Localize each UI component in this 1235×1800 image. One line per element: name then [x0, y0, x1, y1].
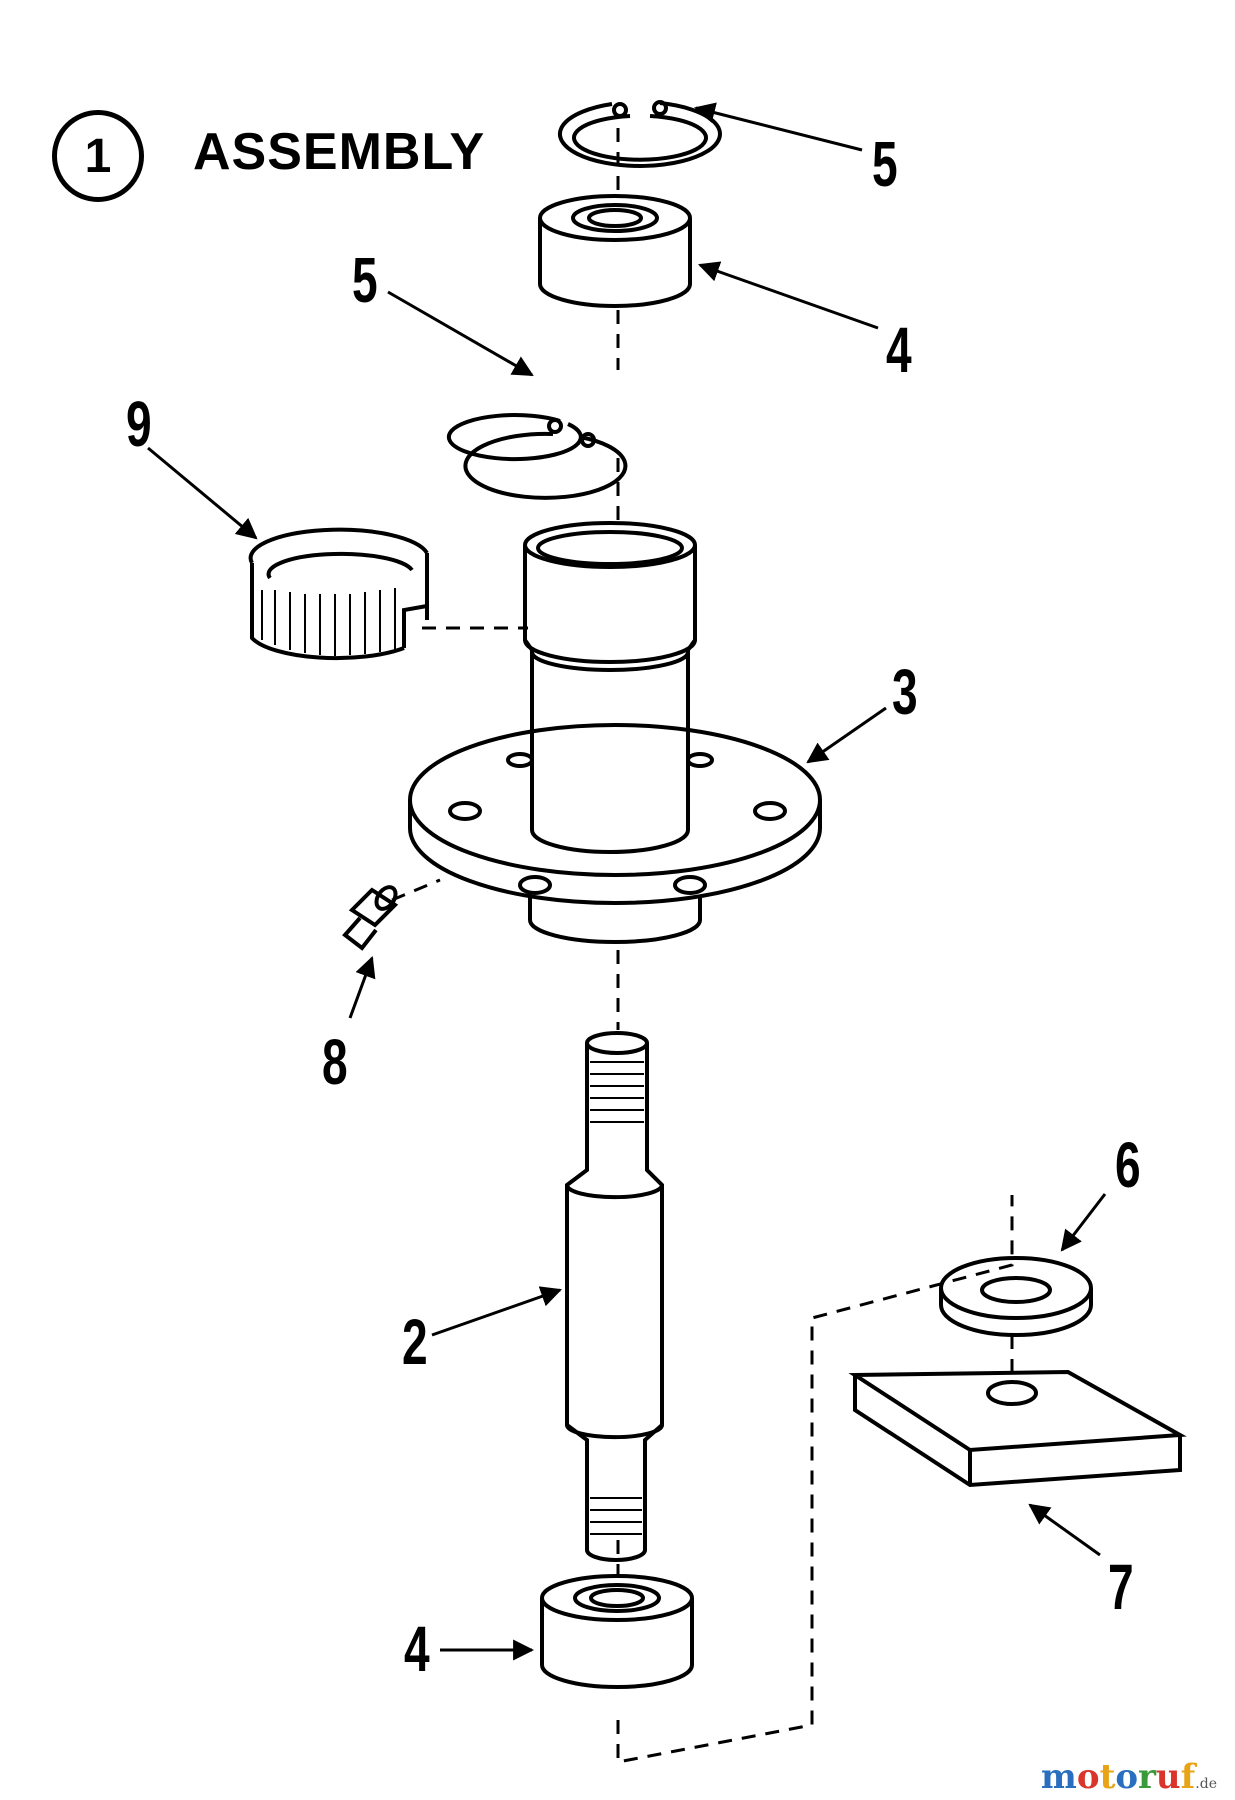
leader-arrows	[147, 102, 1107, 1661]
label-bearing-top: 4	[886, 314, 912, 386]
label-bushing: 9	[126, 388, 152, 460]
watermark-logo: motoruf.de	[1041, 1760, 1217, 1794]
snap-ring-top	[557, 100, 722, 168]
center-line	[391, 128, 1014, 1764]
bearing-bottom	[540, 1574, 694, 1689]
label-snap-ring-mid: 5	[352, 244, 378, 316]
bushing	[248, 527, 429, 661]
spindle-shaft	[565, 1031, 664, 1562]
label-spindle-shaft: 2	[402, 1306, 428, 1378]
bearing-top	[538, 194, 692, 308]
figure-number-badge: 1	[52, 110, 144, 202]
watermark-suffix: .de	[1195, 1776, 1217, 1792]
snap-ring-mid	[446, 413, 628, 500]
label-bearing-bottom: 4	[404, 1613, 430, 1685]
label-snap-ring-top: 5	[872, 128, 898, 200]
watermark-brand: motoruf	[1040, 1757, 1196, 1797]
spindle-housing	[408, 521, 822, 944]
label-washer: 6	[1115, 1129, 1141, 1201]
label-spindle-housing: 3	[892, 656, 918, 728]
grease-fitting	[342, 885, 399, 951]
diagram-title: ASSEMBLY	[193, 123, 486, 181]
label-plate: 7	[1108, 1551, 1134, 1623]
label-grease-fitting: 8	[322, 1026, 348, 1098]
plate	[848, 1369, 1187, 1488]
washer	[939, 1256, 1093, 1337]
